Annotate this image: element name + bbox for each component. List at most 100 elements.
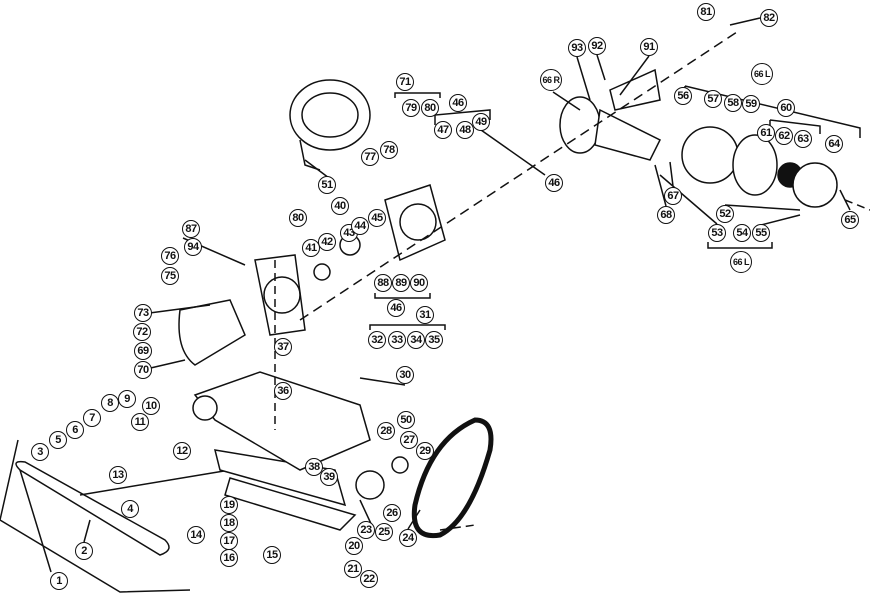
part-callout-47: 47 (434, 121, 452, 139)
part-callout-27: 27 (400, 431, 418, 449)
part-callout-72: 72 (133, 323, 151, 341)
part-callout-30: 30 (396, 366, 414, 384)
part-callout-24: 24 (399, 529, 417, 547)
part-callout-82: 82 (760, 9, 778, 27)
part-callout-81: 81 (697, 3, 715, 21)
part-callout-89: 89 (392, 274, 410, 292)
part-callout-49: 49 (472, 113, 490, 131)
part-callout-7: 7 (83, 409, 101, 427)
part-callout-55: 55 (752, 224, 770, 242)
part-callout-57: 57 (704, 90, 722, 108)
power-cord-coil (289, 79, 371, 151)
part-callout-62: 62 (775, 127, 793, 145)
reel-shaft (594, 108, 662, 161)
part-callout-14: 14 (187, 526, 205, 544)
part-callout-28: 28 (377, 422, 395, 440)
part-callout-8: 8 (101, 394, 119, 412)
part-callout-13: 13 (109, 466, 127, 484)
part-callout-36: 36 (274, 382, 292, 400)
part-callout-25: 25 (375, 523, 393, 541)
part-callout-3: 3 (31, 443, 49, 461)
part-callout-1: 1 (50, 572, 68, 590)
housing-bore (263, 276, 301, 314)
centerline-reel (299, 29, 741, 321)
part-callout-39: 39 (320, 468, 338, 486)
part-callout-20: 20 (345, 537, 363, 555)
part-callout-54: 54 (733, 224, 751, 242)
part-callout-60: 60 (777, 99, 795, 117)
part-callout-52: 52 (716, 205, 734, 223)
part-callout-33: 33 (388, 331, 406, 349)
part-callout-17: 17 (220, 532, 238, 550)
bracket-91 (609, 68, 661, 111)
part-callout-91: 91 (640, 38, 658, 56)
bumper-part (15, 460, 170, 556)
part-callout-87: 87 (182, 220, 200, 238)
chassis-frame (193, 371, 371, 471)
part-callout-75: 75 (161, 267, 179, 285)
part-callout-4: 4 (121, 500, 139, 518)
part-callout-80: 80 (289, 209, 307, 227)
part-callout-15: 15 (263, 546, 281, 564)
part-callout-53: 53 (708, 224, 726, 242)
part-callout-94: 94 (184, 238, 202, 256)
part-callout-79: 79 (402, 99, 420, 117)
part-callout-5: 5 (49, 431, 67, 449)
part-callout-58: 58 (724, 94, 742, 112)
part-callout-88: 88 (374, 274, 392, 292)
part-callout-46: 46 (387, 299, 405, 317)
linkage-rod (79, 469, 231, 496)
part-callout-93: 93 (568, 39, 586, 57)
part-callout-66r: 66 R (540, 69, 562, 91)
part-callout-11: 11 (131, 413, 149, 431)
part-callout-46: 46 (449, 94, 467, 112)
part-callout-51: 51 (318, 176, 336, 194)
reel-plate (681, 126, 739, 184)
part-callout-66l: 66 L (730, 251, 752, 273)
reel-drum (732, 134, 778, 196)
part-callout-16: 16 (220, 549, 238, 567)
bearing-part (313, 263, 331, 281)
chassis-pulley (192, 395, 218, 421)
part-callout-10: 10 (142, 397, 160, 415)
part-callout-45: 45 (368, 209, 386, 227)
part-callout-22: 22 (360, 570, 378, 588)
part-callout-2: 2 (75, 542, 93, 560)
part-callout-67: 67 (664, 187, 682, 205)
housing-ring (399, 203, 437, 241)
reel-right (559, 96, 601, 154)
reel-hub-left (792, 162, 838, 208)
part-callout-80: 80 (421, 99, 439, 117)
part-callout-29: 29 (416, 442, 434, 460)
part-callout-32: 32 (368, 331, 386, 349)
drive-belt (411, 417, 494, 539)
part-callout-77: 77 (361, 148, 379, 166)
part-callout-76: 76 (161, 247, 179, 265)
part-callout-26: 26 (383, 504, 401, 522)
part-callout-9: 9 (118, 390, 136, 408)
bracket-1 (0, 439, 191, 593)
part-callout-78: 78 (380, 141, 398, 159)
part-callout-56: 56 (674, 87, 692, 105)
part-callout-12: 12 (173, 442, 191, 460)
shaft-81 (729, 17, 761, 26)
part-callout-69: 69 (134, 342, 152, 360)
part-callout-70: 70 (134, 361, 152, 379)
part-callout-68: 68 (657, 206, 675, 224)
spring-part (391, 456, 409, 474)
part-callout-59: 59 (742, 95, 760, 113)
part-callout-6: 6 (66, 421, 84, 439)
bed-rail-lower (224, 477, 357, 531)
part-callout-71: 71 (396, 73, 414, 91)
part-callout-38: 38 (305, 458, 323, 476)
drive-pulley (355, 470, 385, 500)
part-callout-66l: 66 L (751, 63, 773, 85)
part-callout-44: 44 (351, 217, 369, 235)
part-callout-18: 18 (220, 514, 238, 532)
part-callout-37: 37 (274, 338, 292, 356)
part-callout-42: 42 (318, 233, 336, 251)
part-callout-61: 61 (757, 124, 775, 142)
part-callout-50: 50 (397, 411, 415, 429)
